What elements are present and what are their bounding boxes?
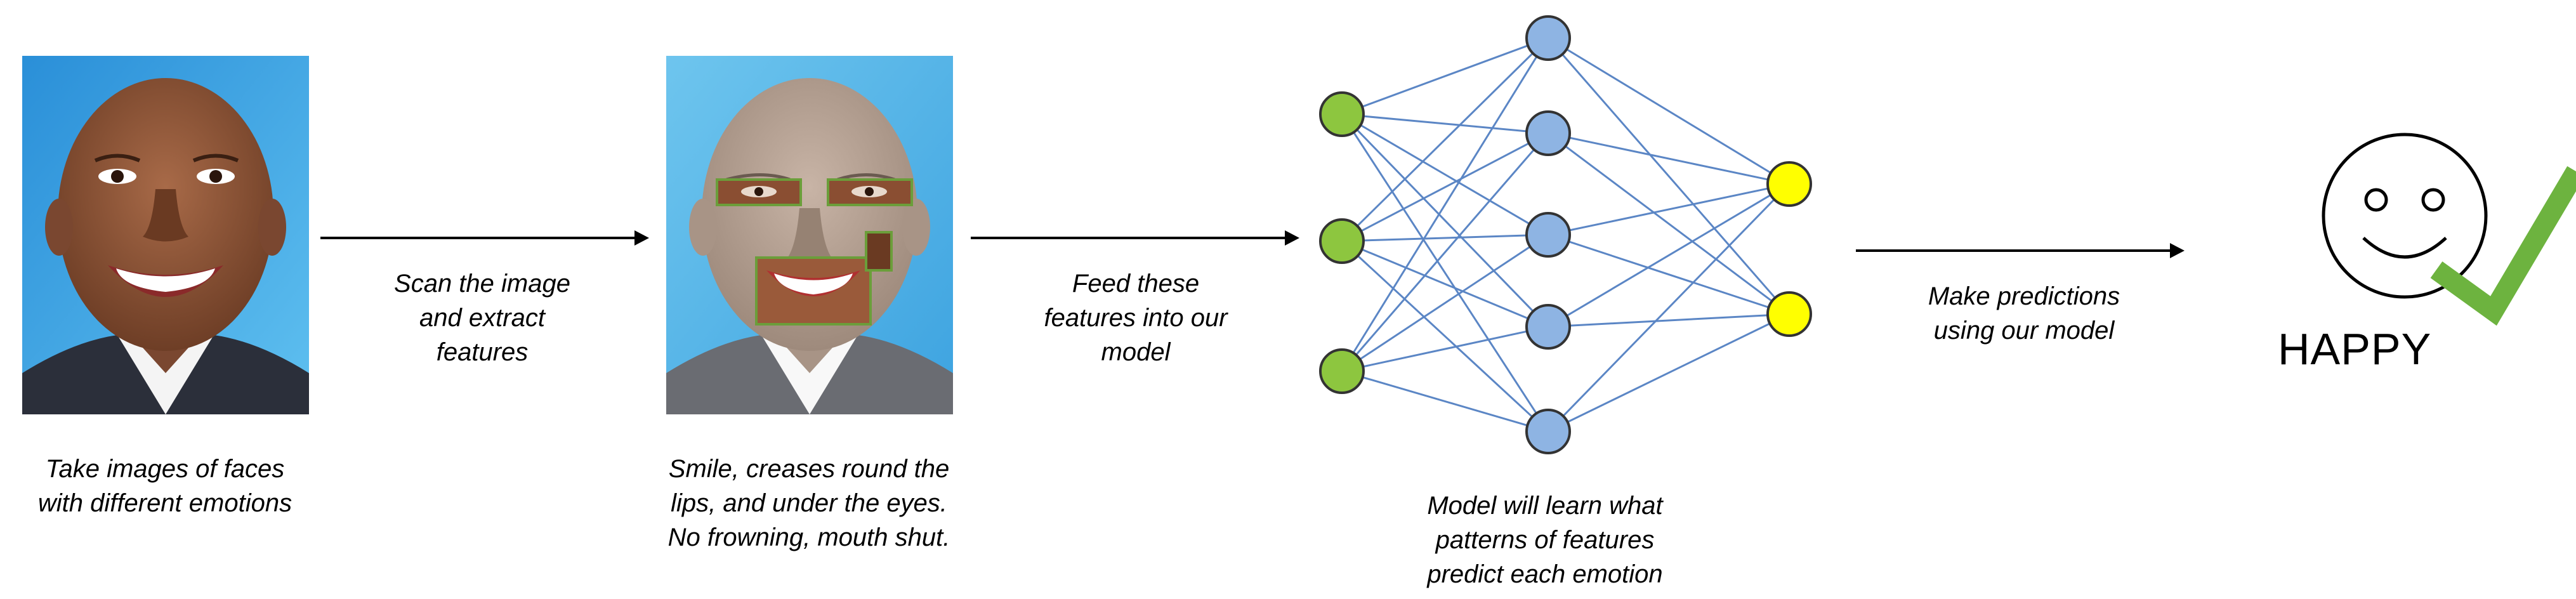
nn-edge: [1548, 313, 1790, 433]
step2-caption: Smile, creases round the lips, and under…: [667, 455, 950, 551]
nn-edge: [1341, 37, 1549, 242]
neural-network-diagram: [1319, 15, 1812, 454]
hidden-node-4: [1525, 304, 1571, 350]
nn-edge: [1341, 37, 1549, 372]
hidden-node-1: [1525, 15, 1571, 61]
nn-edge: [1341, 240, 1549, 328]
nn-edge: [1341, 133, 1549, 372]
nn-edge: [1341, 113, 1549, 236]
nn-edge: [1341, 132, 1549, 242]
nn-edge: [1341, 234, 1549, 242]
nn-edge: [1341, 37, 1549, 115]
nn-edge: [1341, 113, 1549, 135]
arrow3-label: Make predictions using our model: [1928, 282, 2120, 345]
arrow1-label: Scan the image and extract features: [394, 270, 570, 366]
nn-edge: [1548, 132, 1790, 315]
nn-edge: [1341, 326, 1549, 372]
output-node-1: [1766, 161, 1812, 207]
nn-edge: [1548, 313, 1790, 328]
nn-edge: [1341, 113, 1549, 328]
step3-caption: Model will learn what patterns of featur…: [1427, 492, 1663, 588]
face-photo-features: [666, 56, 953, 414]
nn-edge: [1548, 183, 1790, 328]
hidden-node-2: [1525, 110, 1571, 156]
nn-edge: [1548, 183, 1790, 236]
checkmark-icon: [2430, 166, 2576, 326]
face-photo-original: [22, 56, 309, 414]
input-node-3: [1319, 348, 1365, 394]
hidden-node-5: [1525, 409, 1571, 454]
input-node-2: [1319, 218, 1365, 264]
result-label: HAPPY: [2278, 324, 2432, 374]
nn-edge: [1548, 132, 1790, 185]
feature-box-crease: [865, 231, 893, 272]
nn-edge: [1547, 37, 1791, 315]
hidden-node-3: [1525, 212, 1571, 258]
nn-edge: [1547, 183, 1791, 433]
step1-caption: Take images of faces with different emot…: [37, 455, 292, 517]
arrow-2: [971, 230, 1299, 246]
smiley-face-icon: [2322, 133, 2488, 299]
arrow2-label: Feed these features into our model: [1044, 270, 1228, 366]
nn-edge: [1341, 114, 1549, 432]
output-node-2: [1766, 291, 1812, 337]
arrow-1: [320, 230, 649, 246]
arrow-3: [1856, 243, 2185, 258]
nn-edge: [1341, 234, 1549, 372]
nn-edge: [1548, 234, 1790, 315]
nn-edge: [1341, 370, 1549, 433]
nn-edge: [1341, 240, 1549, 433]
nn-edge: [1548, 37, 1790, 185]
input-node-1: [1319, 91, 1365, 137]
